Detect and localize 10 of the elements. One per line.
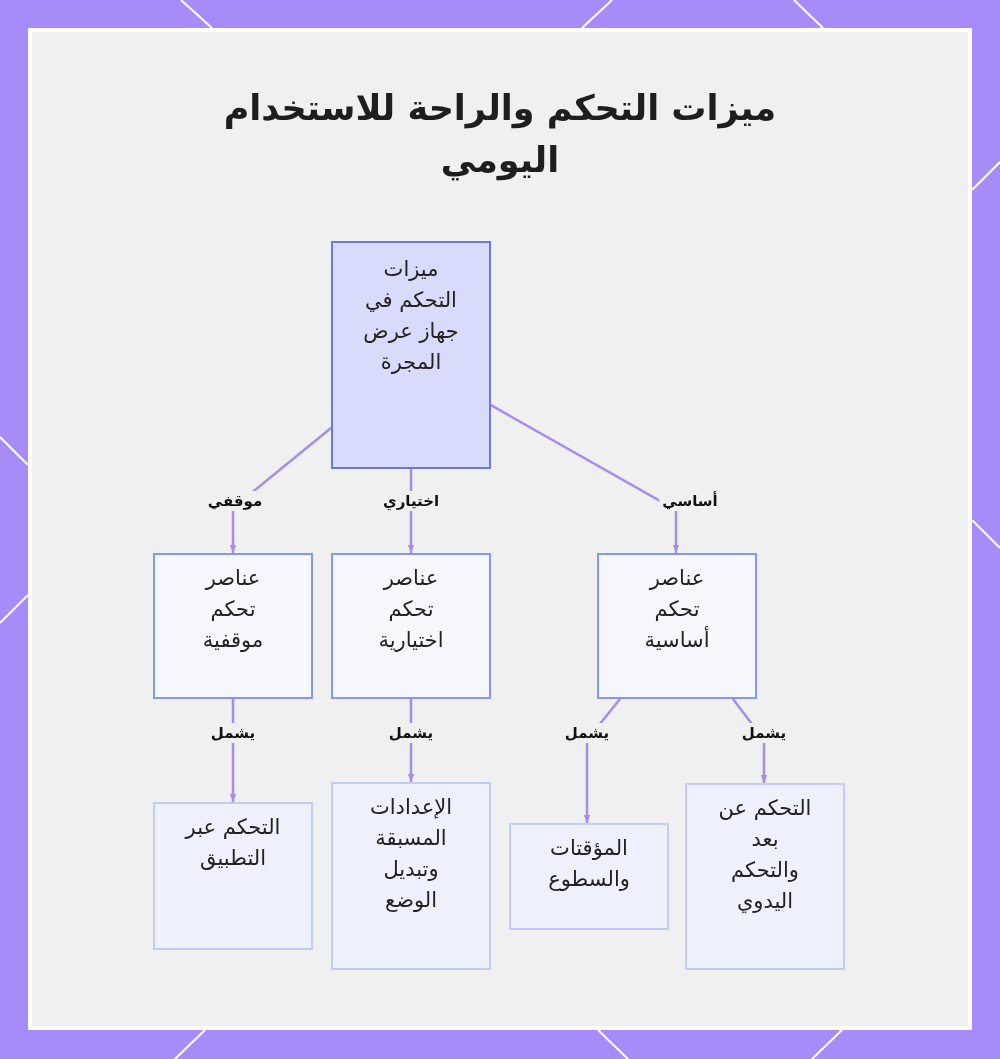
feature-box: التحكم عن بعد والتحكم اليدوي xyxy=(685,783,845,970)
feature-box: الإعدادات المسبقة وتبديل الوضع xyxy=(331,782,491,970)
category-box: عناصر تحكم اختيارية xyxy=(331,553,491,699)
feature-box: التحكم عبر التطبيق xyxy=(153,802,313,950)
main-box: ميزات التحكم في جهاز عرض المجرة xyxy=(331,241,491,469)
category-box: عناصر تحكم موقفية xyxy=(153,553,313,699)
category-box: عناصر تحكم أساسية xyxy=(597,553,757,699)
arrow xyxy=(490,404,680,553)
title: ميزات التحكم والراحة للاستخدام اليومي xyxy=(222,87,778,183)
feature-box: المؤقتات والسطوع xyxy=(509,823,669,930)
